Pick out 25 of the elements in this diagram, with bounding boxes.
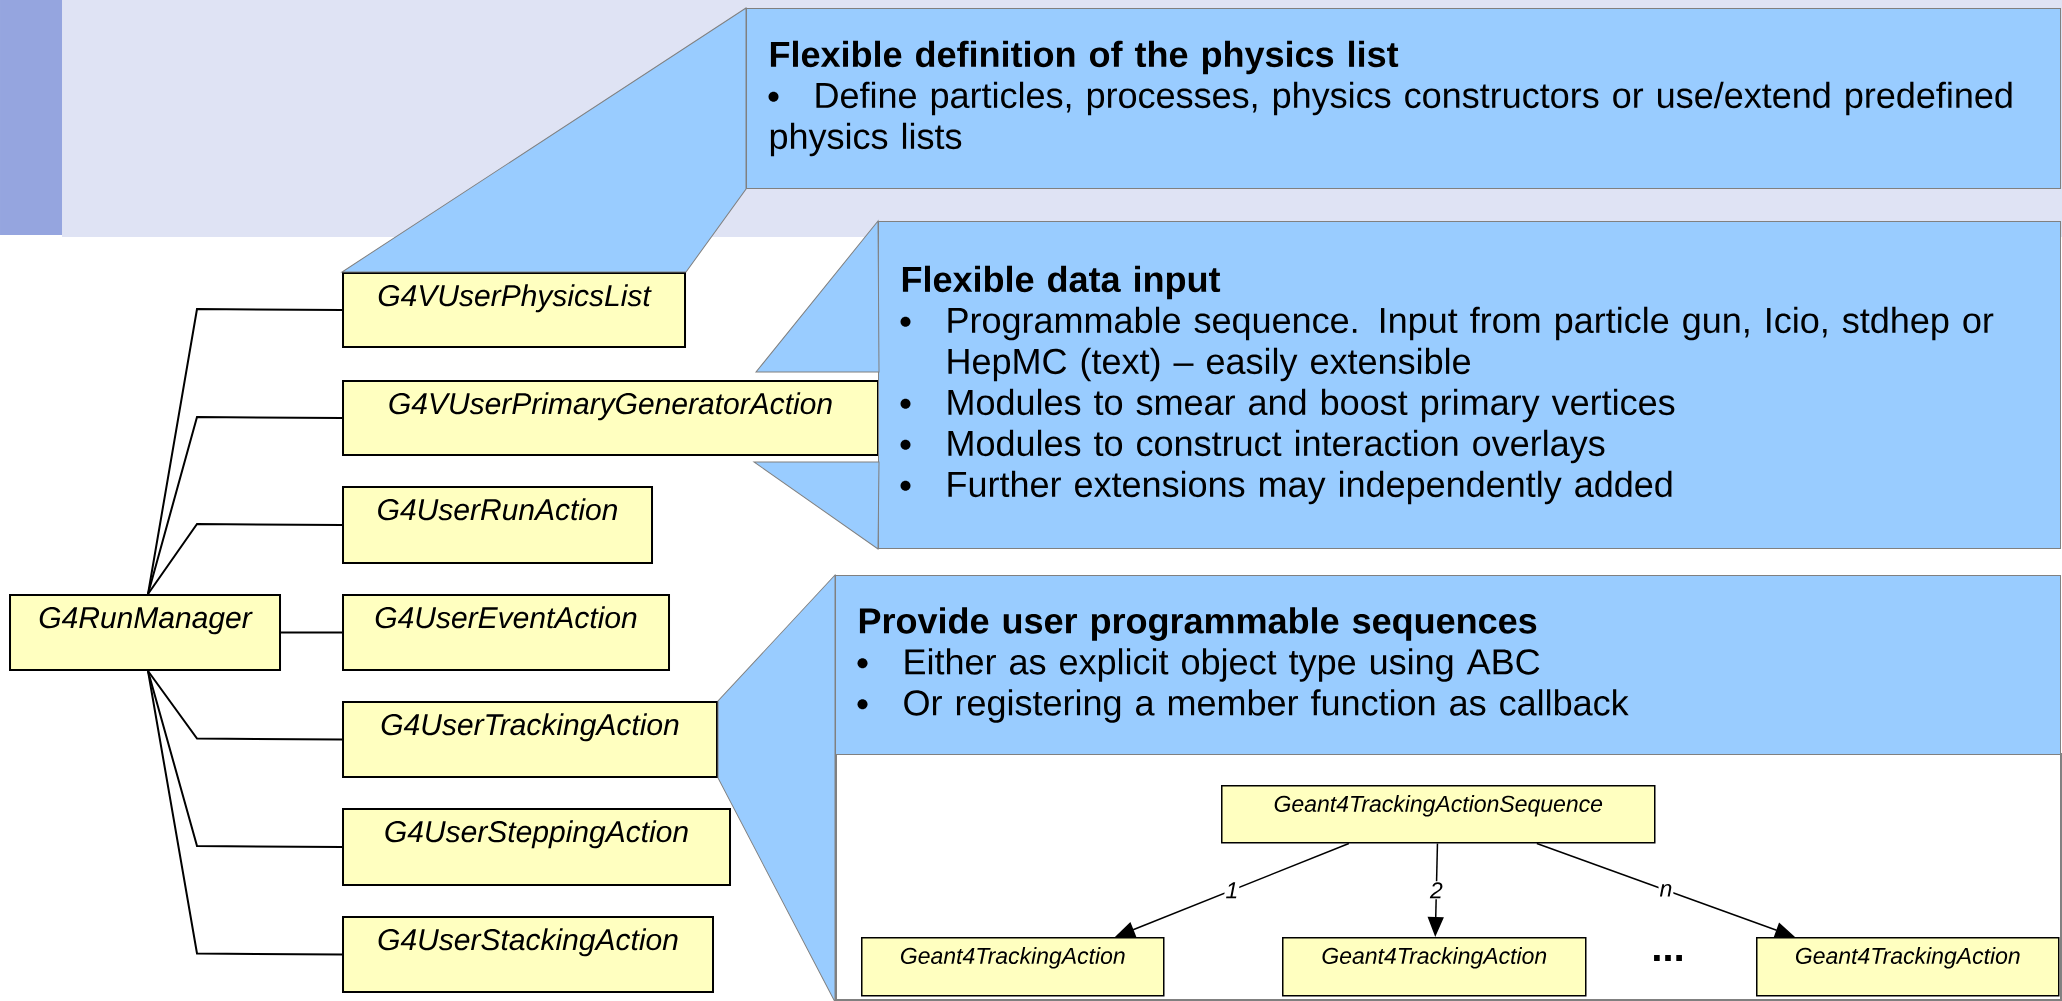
class-box: Geant4TrackingAction bbox=[1282, 937, 1587, 997]
connector-line bbox=[147, 416, 343, 595]
callout-pointer bbox=[753, 220, 880, 550]
connector-line bbox=[147, 670, 343, 741]
class-box: Geant4TrackingActionSequence bbox=[1221, 785, 1656, 844]
class-box: Geant4TrackingAction bbox=[861, 937, 1165, 997]
connector-line bbox=[147, 670, 343, 848]
connector-line bbox=[147, 523, 343, 595]
class-box: G4UserRunAction bbox=[342, 486, 653, 564]
edge-label: 1 bbox=[1224, 881, 1240, 900]
ellipsis-label: ... bbox=[1654, 955, 1682, 961]
callout-pointer bbox=[717, 574, 836, 1001]
connector-line bbox=[147, 670, 343, 956]
class-box: G4RunManager bbox=[9, 594, 281, 671]
callout-box: Flexible data input Programmable sequence. Input from particle gun, Icio, stdhep or HepMC (text) – easily extensible Modules to smear and boost primary vertices Modules to construct interaction overlays Further extensions may independently added bbox=[878, 221, 2061, 549]
class-box: Geant4TrackingAction bbox=[1756, 937, 2060, 997]
connector-line bbox=[147, 308, 343, 595]
class-box: G4VUserPrimaryGeneratorAction bbox=[342, 380, 879, 456]
class-box: G4VUserPhysicsList bbox=[342, 272, 686, 348]
connector-line bbox=[280, 631, 343, 634]
class-box: G4UserTrackingAction bbox=[342, 701, 718, 778]
class-box: G4UserEventAction bbox=[342, 594, 670, 671]
callout-pointer bbox=[341, 7, 747, 273]
class-box: G4UserSteppingAction bbox=[342, 808, 731, 886]
class-box: G4UserStackingAction bbox=[342, 916, 714, 993]
